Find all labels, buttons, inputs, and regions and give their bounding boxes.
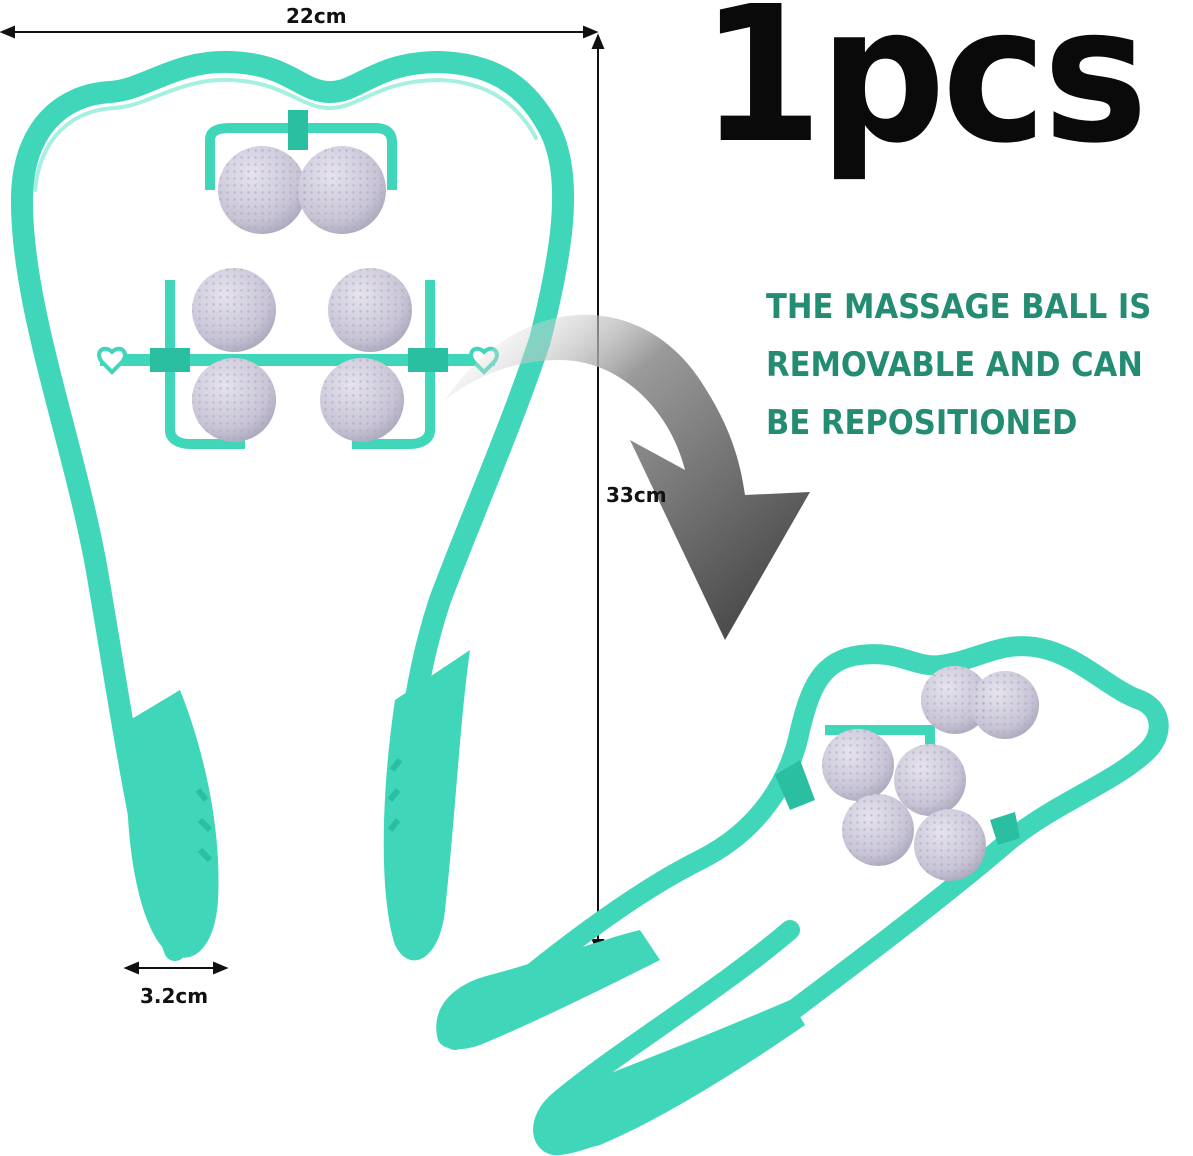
handle-width-dimension-line [123,961,229,975]
massager-front-view [10,50,575,961]
caption-line-2: REMOVABLE AND CAN [766,345,1143,385]
quantity-headline: 1pcs [700,0,1148,185]
caption-line-1: THE MASSAGE BALL IS [766,287,1152,327]
massage-ball-right-pair [320,268,412,442]
caption-line-3: BE REPOSITIONED [766,403,1078,443]
width-dimension-line [0,25,599,39]
width-label: 22cm [286,4,347,28]
handle-width-label: 3.2cm [140,984,209,1008]
massage-ball-angled-group [822,666,1039,881]
massage-ball-top-pair [218,146,386,234]
feature-caption: THE MASSAGE BALL IS REMOVABLE AND CAN BE… [766,278,1152,452]
curved-arrow-icon [445,314,810,640]
massager-angled-view [436,636,1169,1156]
massage-ball-left-pair [192,268,276,442]
height-label: 33cm [606,483,667,507]
height-dimension-line [591,33,605,955]
